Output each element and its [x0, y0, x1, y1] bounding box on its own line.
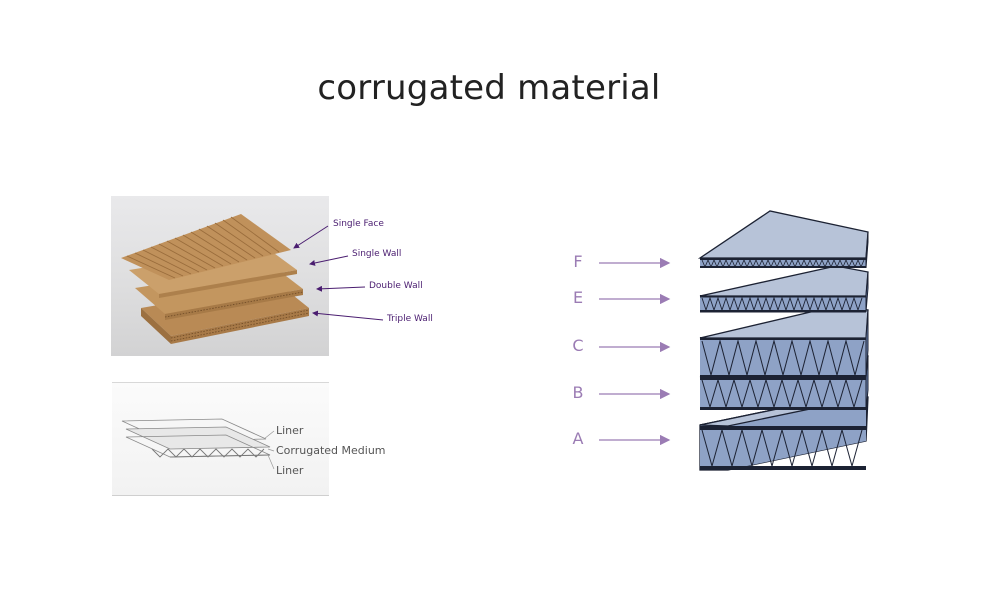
leader-triple-wall [312, 310, 384, 321]
board-stack-photo: Single Face Single Wall Double Wall Trip… [111, 196, 329, 356]
label-triple-wall-text: Triple Wall [387, 314, 433, 324]
flute-letter-b: B [572, 383, 584, 402]
label-single-face-text: Single Face [333, 219, 384, 229]
leader-single-wall [309, 255, 349, 266]
label-liner-top: Liner [276, 424, 304, 437]
label-corrugated-medium: Corrugated Medium [276, 444, 386, 457]
flute-letter-e: E [572, 288, 584, 307]
label-liner-bottom: Liner [276, 464, 304, 477]
panel-e [699, 265, 869, 313]
label-single-wall-text: Single Wall [352, 249, 402, 259]
page-title: corrugated material [317, 68, 661, 108]
leader-single-face [293, 225, 329, 249]
flute-letter-a: A [572, 429, 584, 448]
board-stack-image [121, 214, 310, 344]
cross-section-drawing [121, 418, 275, 470]
flute-letter-f: F [573, 252, 583, 271]
panel-a [699, 395, 869, 471]
panel-f [697, 210, 869, 269]
flute-letter-c: C [572, 336, 584, 355]
panel-c [699, 305, 869, 379]
label-double-wall-text: Double Wall [369, 281, 423, 291]
cross-section-sketch [112, 382, 329, 496]
leader-double-wall [316, 285, 366, 292]
